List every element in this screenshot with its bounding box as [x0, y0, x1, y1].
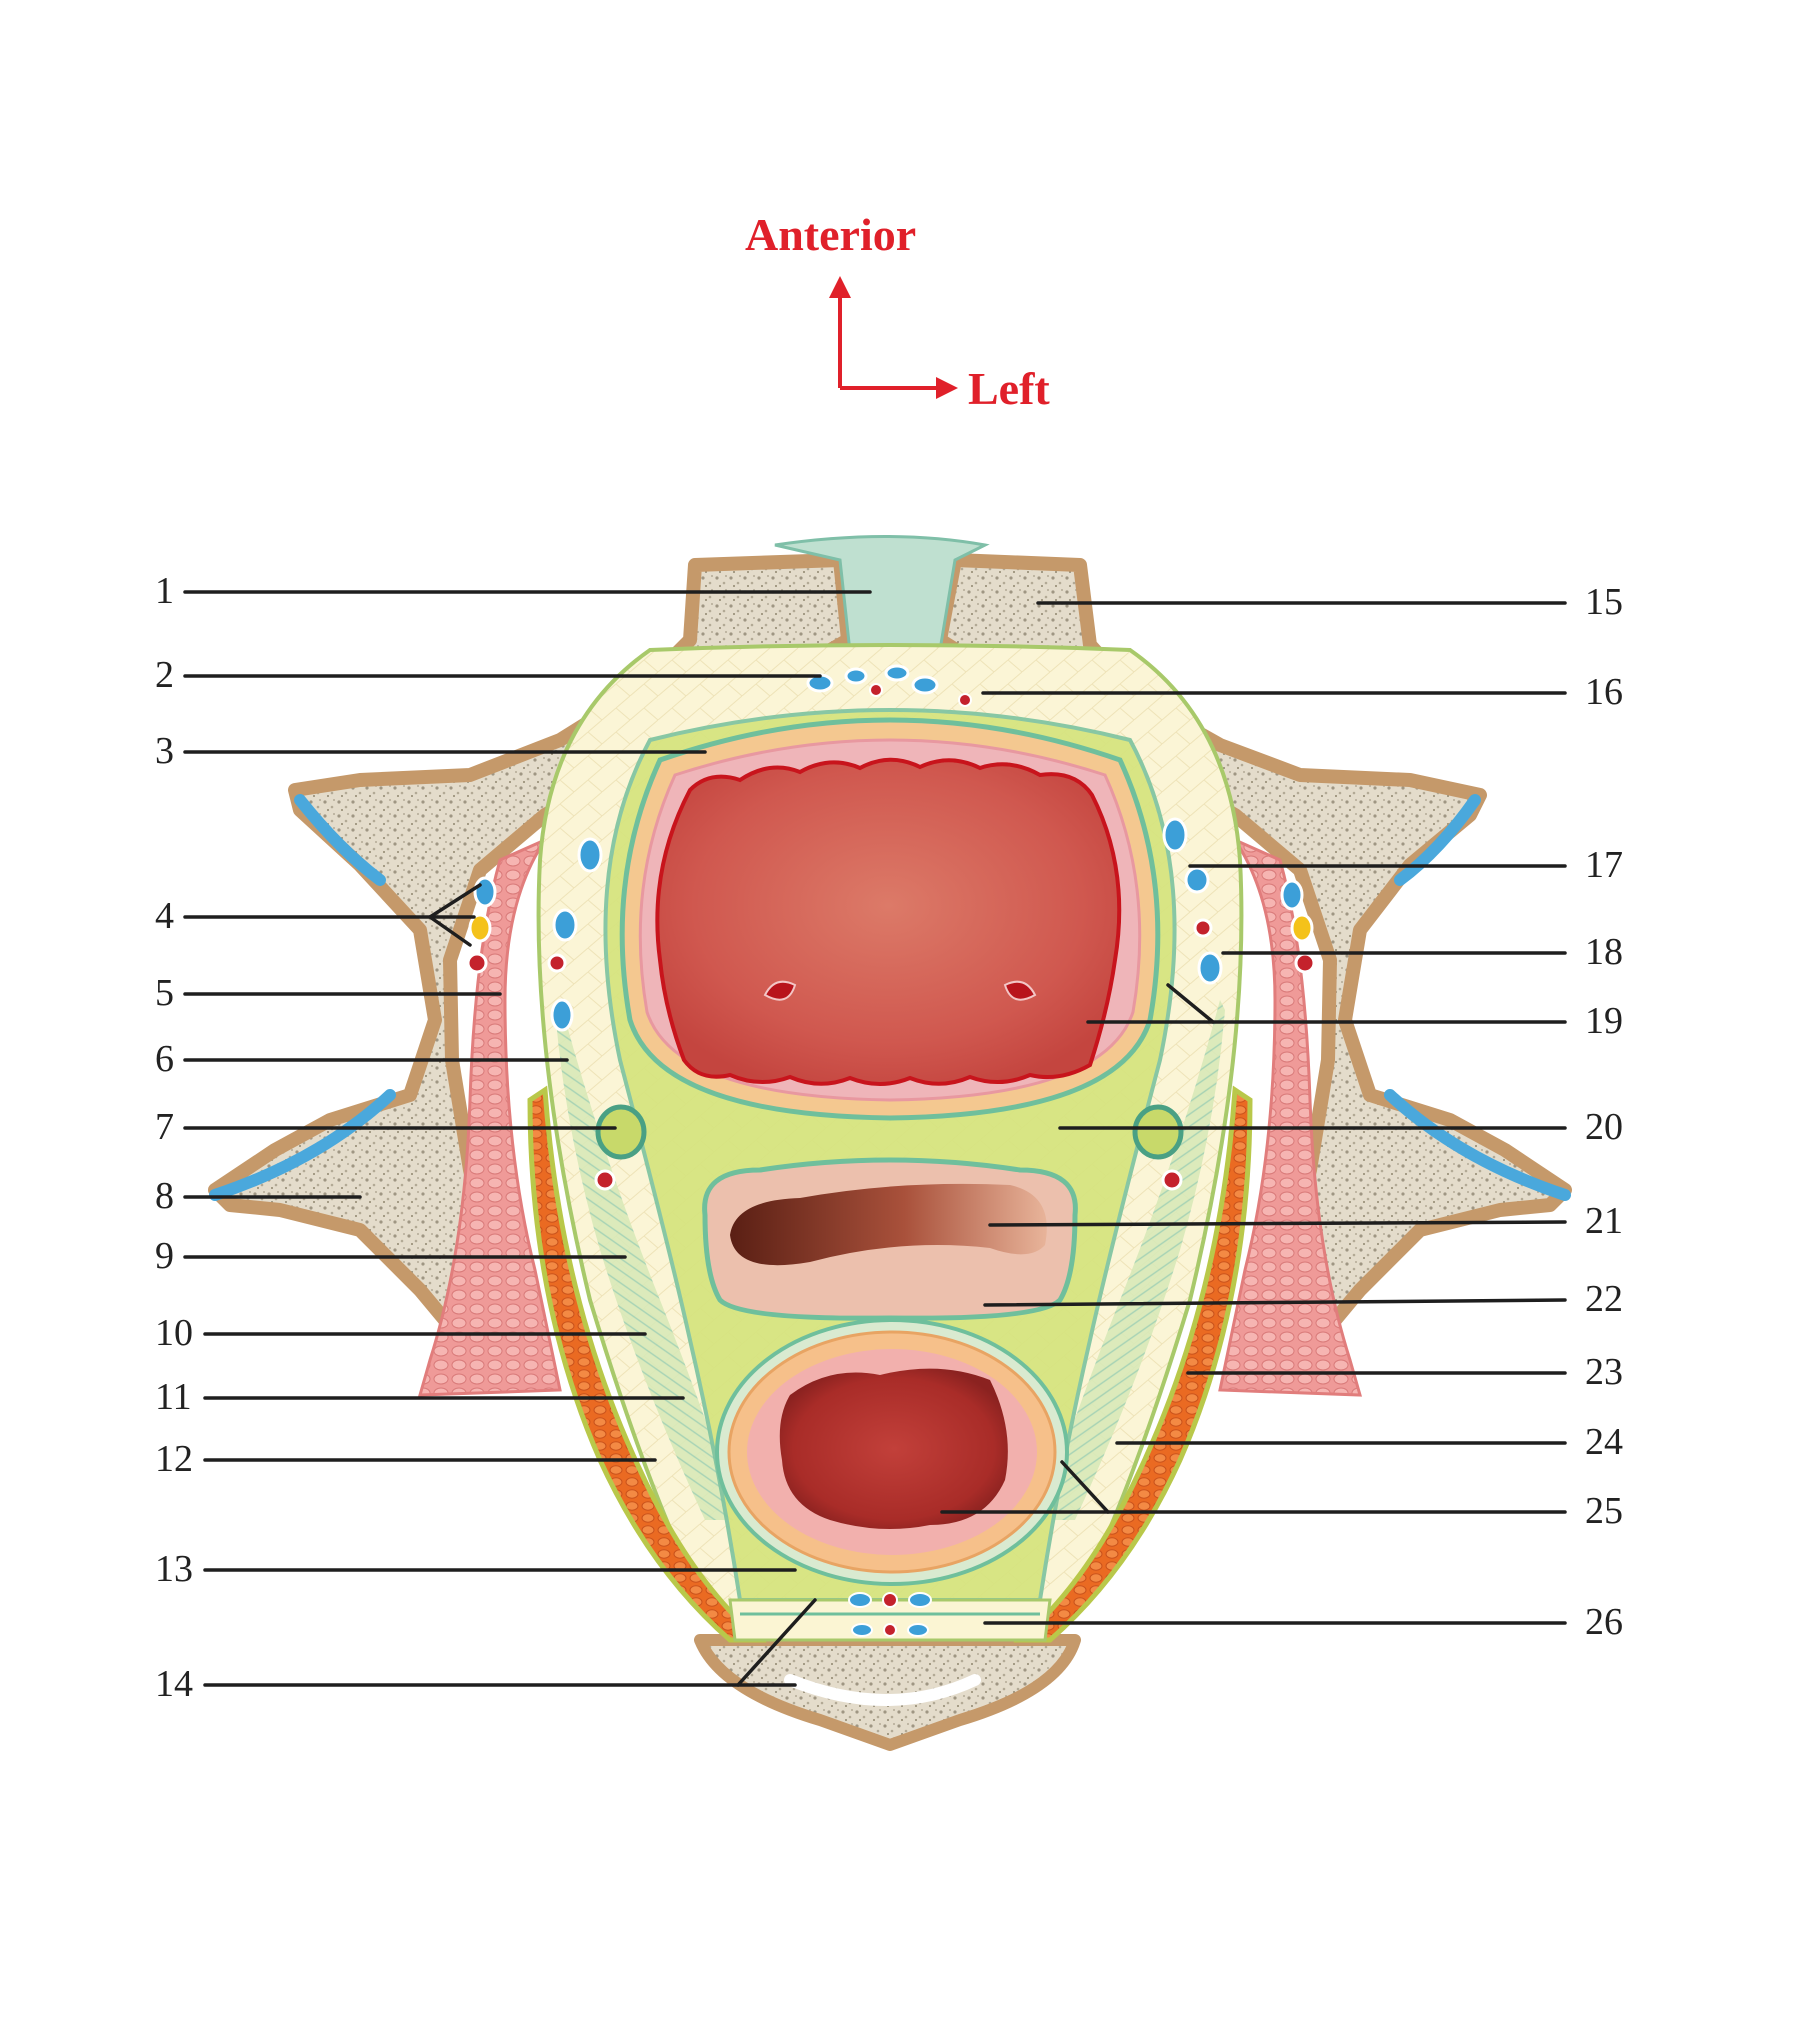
anterior-label: Anterior	[745, 209, 916, 260]
presacral-vein-1	[848, 1592, 872, 1608]
bladder-lumen	[655, 757, 1122, 1086]
label-2: 2	[155, 654, 174, 696]
right-obturator-internus	[1218, 836, 1363, 1397]
vagina	[702, 1157, 1078, 1321]
label-1: 1	[155, 570, 174, 612]
leader-22	[983, 1298, 1567, 1307]
retropubic-vein-3	[884, 664, 910, 682]
left-hip-bone	[208, 553, 855, 1375]
retropubic-artery-2	[958, 693, 972, 707]
rectum	[715, 1318, 1069, 1586]
label-4: 4	[155, 895, 174, 937]
orientation-indicator: Anterior Left	[745, 209, 1050, 414]
retropubic-vein-4	[911, 675, 939, 695]
left-vein-middle	[552, 908, 578, 942]
leader-21	[988, 1220, 1567, 1227]
right-vein-lower	[1197, 951, 1223, 985]
left-levator-ani	[527, 1085, 767, 1643]
left-vein-upper	[577, 837, 603, 873]
label-16: 16	[1585, 671, 1623, 713]
label-12: 12	[155, 1438, 193, 1480]
right-fascial-fibers	[1040, 1000, 1225, 1520]
label-17: 17	[1585, 844, 1623, 886]
label-23: 23	[1585, 1351, 1623, 1393]
presacral-vein-3	[851, 1623, 873, 1637]
label-15: 15	[1585, 581, 1623, 623]
vaginal-lumen	[730, 1183, 1047, 1266]
right-vein-middle	[1184, 866, 1210, 894]
label-18: 18	[1585, 931, 1623, 973]
left-artery	[547, 953, 567, 973]
urinary-bladder	[619, 717, 1161, 1121]
right-obturator-artery	[1294, 952, 1316, 974]
left-arrowhead	[936, 377, 958, 399]
label-3: 3	[155, 730, 174, 772]
right-acetabular-cartilage-upper	[1394, 794, 1481, 886]
right-ureter	[1132, 1104, 1184, 1160]
rectal-lumen	[779, 1368, 1008, 1529]
left-obturator-vein	[473, 876, 497, 908]
left-obturator-artery	[466, 952, 488, 974]
label-10: 10	[155, 1312, 193, 1354]
retropubic-artery-1	[869, 683, 883, 697]
left-ureteric-orifice	[763, 980, 797, 1001]
label-11: 11	[155, 1376, 192, 1418]
label-21: 21	[1585, 1200, 1623, 1242]
label-5: 5	[155, 972, 174, 1014]
right-acetabular-cartilage-lower	[1384, 1089, 1571, 1201]
left-obturator-nerve	[468, 913, 492, 943]
right-uterine-artery	[1161, 1169, 1183, 1191]
label-9: 9	[155, 1235, 174, 1277]
right-ureteric-orifice	[1003, 980, 1037, 1001]
right-obturator-vein	[1280, 879, 1304, 911]
left-acetabular-cartilage-upper	[294, 794, 386, 886]
anterior-arrowhead	[829, 276, 851, 298]
left-vein-lower	[550, 998, 574, 1032]
left-label: Left	[968, 363, 1050, 414]
right-levator-ani	[1013, 1085, 1253, 1643]
right-obturator-nerve	[1290, 913, 1314, 943]
label-8: 8	[155, 1175, 174, 1217]
label-13: 13	[155, 1548, 193, 1590]
label-19: 19	[1585, 1000, 1623, 1042]
leader-4c	[428, 915, 472, 947]
presacral-vein-2	[908, 1592, 932, 1608]
retrorectal-fat	[728, 1598, 1052, 1642]
right-hip-bone	[933, 553, 1572, 1375]
left-number-labels: 1 2 3 4 5 6 7 8 9 10 11 12 13 14	[155, 570, 193, 1705]
coccyx-canal	[784, 1674, 981, 1706]
retropubic-vein-2	[844, 667, 868, 685]
label-14: 14	[155, 1663, 193, 1705]
left-uterine-artery	[594, 1169, 616, 1191]
label-25: 25	[1585, 1490, 1623, 1532]
left-acetabular-cartilage-lower	[209, 1089, 396, 1201]
retrorectal-space	[728, 1592, 1052, 1642]
right-number-labels: 15 16 17 18 19 20 21 22 23 24 25 26	[1585, 581, 1623, 1643]
left-ureter	[595, 1104, 647, 1160]
left-fascial-fibers	[555, 1000, 740, 1520]
pubic-symphysis-disc	[774, 535, 990, 654]
right-artery	[1193, 918, 1213, 938]
presacral-artery-1	[882, 1592, 898, 1608]
label-20: 20	[1585, 1106, 1623, 1148]
coccyx	[694, 1634, 1081, 1751]
pelvic-bones	[208, 535, 1572, 1751]
label-22: 22	[1585, 1278, 1623, 1320]
label-7: 7	[155, 1106, 174, 1148]
label-26: 26	[1585, 1601, 1623, 1643]
paravesical-vessels	[466, 664, 1316, 1191]
presacral-vein-4	[907, 1623, 929, 1637]
label-6: 6	[155, 1038, 174, 1080]
right-vein-upper	[1162, 817, 1188, 853]
leader-lines	[183, 590, 1567, 1687]
presacral-artery-2	[883, 1623, 897, 1637]
label-24: 24	[1585, 1421, 1623, 1463]
